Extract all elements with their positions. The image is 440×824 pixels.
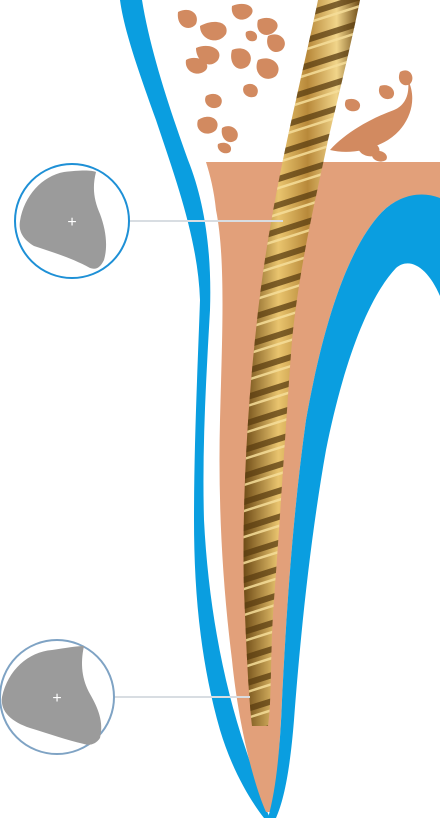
center-marker-apical: +	[52, 690, 61, 707]
center-marker-coronal: +	[67, 214, 76, 231]
file-flute-edge	[200, 0, 420, 31]
file-flute-edge	[200, 0, 420, 5]
callout-apical-cross-section: +	[0, 640, 114, 754]
callout-coronal-cross-section: +	[15, 164, 129, 278]
